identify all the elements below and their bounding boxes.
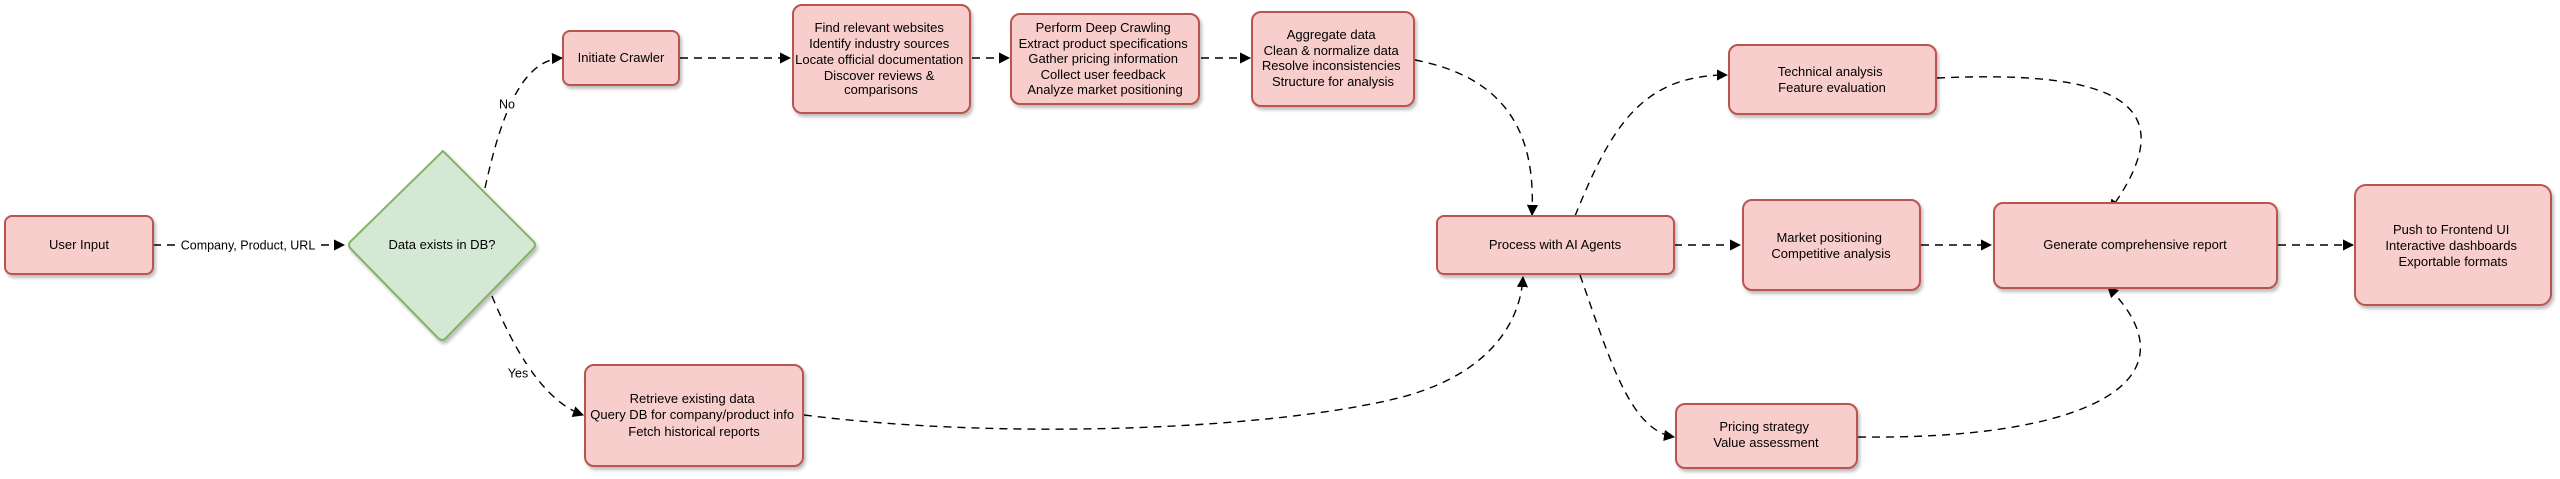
node-user-input[interactable]: User Input [4, 215, 154, 275]
edge-agents-to-technical [1574, 69, 1729, 217]
svg-text:Aggregate data Clean &: Aggregate data Clean & normalize data Re… [1262, 27, 1404, 89]
node-line: Analyze market positioning [1027, 82, 1182, 97]
svg-text:Generate comprehensive report: Generate comprehensive report [2043, 237, 2227, 252]
node-pricing-strategy[interactable]: Pricing strategy Value assessment [1675, 403, 1858, 469]
svg-text:Pricing strategy Value: Pricing strategy Value assessment [1713, 419, 1819, 450]
node-decision-data-exists[interactable]: Data exists in DB? [348, 150, 536, 341]
svg-text:Push to Frontend UI In: Push to Frontend UI Interactive dashboar… [2385, 222, 2520, 269]
edge-technical-to-report [1936, 76, 2142, 211]
svg-text:Retrieve existing data: Retrieve existing data Query DB for comp… [590, 391, 797, 439]
node-line: Competitive analysis [1771, 246, 1891, 261]
node-line: Value assessment [1713, 435, 1819, 450]
node-line: Interactive dashboards [2385, 238, 2517, 253]
node-line: Perform Deep Crawling [1036, 20, 1171, 35]
node-technical-analysis[interactable]: Technical analysis Feature evaluation [1728, 44, 1937, 115]
node-line: Initiate Crawler [578, 50, 665, 65]
node-aggregate-data[interactable]: Aggregate data Clean & normalize data Re… [1251, 11, 1415, 107]
node-deep-crawling[interactable]: Perform Deep Crawling Extract product sp… [1010, 13, 1200, 105]
node-line: User Input [49, 237, 109, 252]
svg-text:User Input: User Input [49, 237, 109, 252]
edge-retrieve-to-agents [803, 275, 1529, 430]
node-line: Market positioning [1776, 230, 1882, 245]
edge-label-yes: Yes [508, 367, 528, 381]
node-line: Retrieve existing data [630, 391, 756, 406]
node-line: Resolve inconsistencies [1262, 58, 1401, 73]
node-generate-report[interactable]: Generate comprehensive report [1993, 202, 2278, 289]
node-find-websites[interactable]: Find relevant websites Identify industry… [792, 4, 971, 114]
node-line: Find relevant websites [815, 20, 945, 35]
node-line: Process with AI Agents [1489, 237, 1622, 252]
node-retrieve-existing[interactable]: Retrieve existing data Query DB for comp… [584, 364, 804, 467]
node-line: Identify industry sources [809, 36, 950, 51]
node-line: Structure for analysis [1272, 74, 1395, 89]
svg-text:Data exists in DB?: Data exists in DB? [389, 237, 496, 252]
node-line: Discover reviews & [824, 68, 935, 83]
node-market-positioning[interactable]: Market positioning Competitive analysis [1742, 199, 1921, 291]
edge-label-bg [496, 95, 518, 113]
node-line: Locate official documentation [795, 52, 963, 67]
svg-text:Market positioning Com: Market positioning Competitive analysis [1771, 230, 1891, 261]
node-line: Exportable formats [2398, 254, 2508, 269]
svg-text:Technical analysis Fea: Technical analysis Feature evaluation [1778, 64, 1886, 95]
edge-agents-to-pricing [1579, 274, 1676, 441]
svg-text:Initiate Crawler: Initiate Crawler [578, 50, 665, 65]
edge-aggregate-to-agents [1414, 59, 1539, 217]
node-line: Fetch historical reports [628, 424, 760, 439]
node-initiate-crawler[interactable]: Initiate Crawler [562, 30, 680, 86]
svg-text:Process with AI Agents: Process with AI Agents [1489, 237, 1622, 252]
node-process-ai-agents[interactable]: Process with AI Agents [1436, 215, 1675, 275]
node-line: Data exists in DB? [389, 237, 496, 252]
node-line: Gather pricing information [1028, 51, 1178, 66]
edge-pricing-to-report [1857, 286, 2141, 438]
edge-label-bg [505, 364, 531, 382]
edge-label-no: No [499, 98, 515, 112]
node-line: Pricing strategy [1719, 419, 1809, 434]
node-line: Generate comprehensive report [2043, 237, 2227, 252]
edge-label-bg [178, 236, 318, 254]
edge-decision-no-to-crawler [484, 52, 564, 189]
edge-decision-yes-to-retrieve [491, 295, 585, 417]
svg-text:Find relevant websites: Find relevant websites Identify industry… [795, 20, 967, 97]
node-line: Feature evaluation [1778, 80, 1886, 95]
node-line: comparisons [844, 82, 918, 97]
node-line: Clean & normalize data [1264, 43, 1400, 58]
node-push-frontend[interactable]: Push to Frontend UI Interactive dashboar… [2354, 184, 2552, 306]
node-line: Push to Frontend UI [2393, 222, 2509, 237]
node-line: Collect user feedback [1041, 67, 1167, 82]
edge-label-company-product-url: Company, Product, URL [181, 239, 316, 253]
node-line: Query DB for company/product info [590, 407, 794, 422]
svg-text:Perform Deep Crawling: Perform Deep Crawling Extract product sp… [1019, 20, 1192, 97]
node-line: Extract product specifications [1019, 36, 1189, 51]
node-line: Aggregate data [1287, 27, 1377, 42]
node-line: Technical analysis [1778, 64, 1883, 79]
